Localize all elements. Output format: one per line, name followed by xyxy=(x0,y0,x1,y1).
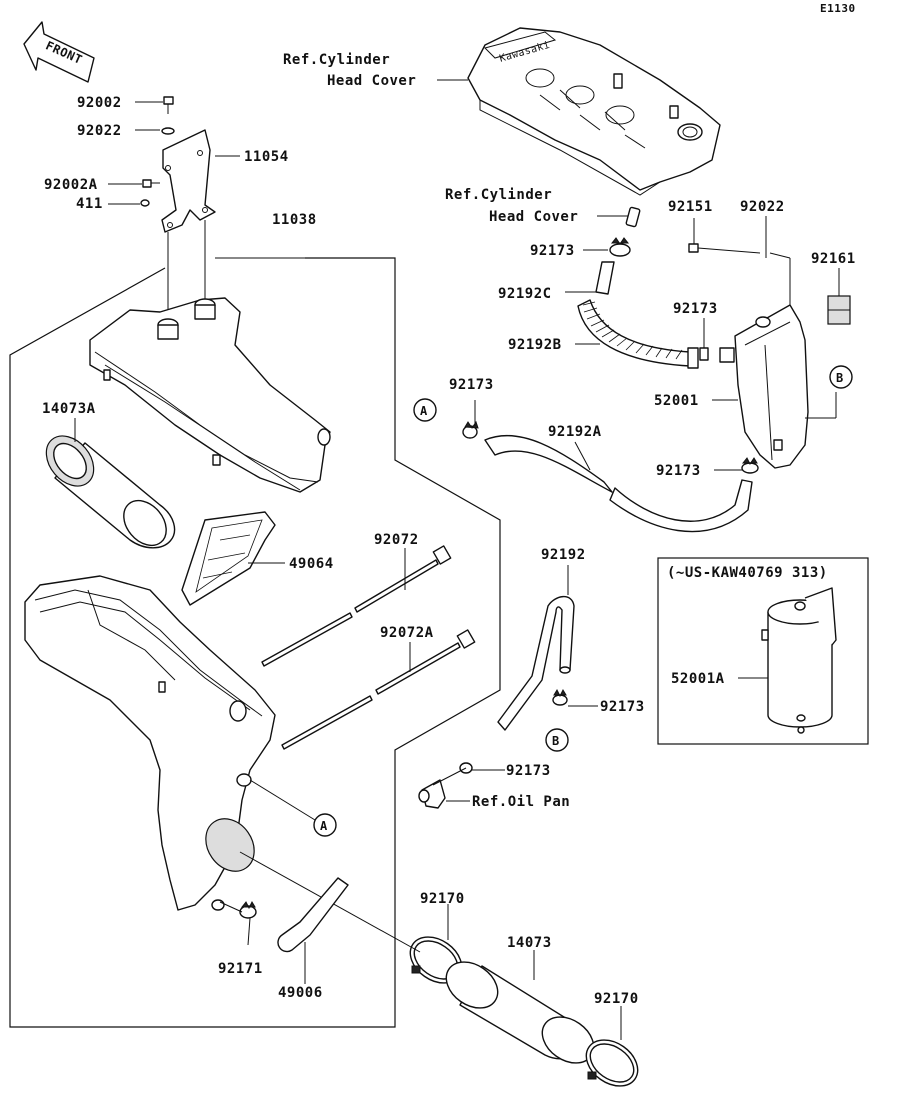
label-92161: 92161 xyxy=(811,251,856,267)
marker-b-right: B xyxy=(829,365,853,389)
hose-fitting xyxy=(625,206,641,228)
screw-92151-icon xyxy=(688,243,767,258)
label-52001A: 52001A xyxy=(671,671,725,687)
label-92192B: 92192B xyxy=(508,337,562,353)
label-92192: 92192 xyxy=(541,547,586,563)
washer-92022-icon xyxy=(161,127,175,135)
marker-b-bottom: B xyxy=(545,728,569,752)
separator-52001 xyxy=(719,304,809,469)
label-92192A: 92192A xyxy=(548,424,602,440)
label-ref-cylinder-2b: Head Cover xyxy=(489,209,578,225)
cable-tie-92072 xyxy=(261,545,452,667)
label-92173-d: 92173 xyxy=(656,463,701,479)
hose-92192 xyxy=(497,595,575,731)
label-49064: 49064 xyxy=(289,556,334,572)
label-ref-cylinder-2a: Ref.Cylinder xyxy=(445,187,552,203)
label-92173-a: 92173 xyxy=(530,243,575,259)
label-92170-a: 92170 xyxy=(420,891,465,907)
label-52001: 52001 xyxy=(654,393,699,409)
air-cleaner-lower-case xyxy=(24,575,276,911)
label-ref-oil-pan: Ref.Oil Pan xyxy=(472,794,570,810)
air-cleaner-upper-housing xyxy=(89,297,331,493)
label-92022-left: 92022 xyxy=(77,123,122,139)
clamp-92173-d-icon xyxy=(741,457,759,474)
label-92173-c: 92173 xyxy=(449,377,494,393)
label-ref-cylinder-1b: Head Cover xyxy=(327,73,416,89)
separator-52001A xyxy=(761,587,837,734)
block-92161 xyxy=(827,295,851,325)
label-92002A: 92002A xyxy=(44,177,98,193)
oil-pan-fitting xyxy=(418,779,446,809)
cylinder-head-cover: Kawasaki xyxy=(467,27,721,196)
hose-92192C xyxy=(595,261,615,295)
label-92192C: 92192C xyxy=(498,286,552,302)
diagram-code: E1130 xyxy=(820,2,856,15)
gasket-49064 xyxy=(181,511,276,606)
clamp-92173-e-icon xyxy=(552,688,568,706)
inset-title: (~US-KAW40769 313) xyxy=(667,565,828,581)
front-arrow-icon: FRONT xyxy=(23,21,95,83)
clamp-92171-icon xyxy=(239,900,257,919)
label-92151: 92151 xyxy=(668,199,713,215)
clamp-92173-a-icon xyxy=(609,237,631,257)
label-92173-b: 92173 xyxy=(673,301,718,317)
label-14073A: 14073A xyxy=(42,401,96,417)
label-92173-e: 92173 xyxy=(600,699,645,715)
label-92170-b: 92170 xyxy=(594,991,639,1007)
label-411: 411 xyxy=(76,196,103,212)
group-frame-11038 xyxy=(9,257,501,1028)
clamp-92173-b-icon xyxy=(699,347,709,361)
cable-tie-92072A xyxy=(281,629,476,750)
corrugated-hose-92192B xyxy=(577,299,699,369)
hose-92192A xyxy=(462,420,753,533)
marker-a-bottom: A xyxy=(313,813,337,837)
label-92072A: 92072A xyxy=(380,625,434,641)
svg-text:A: A xyxy=(320,819,328,833)
label-92173-f: 92173 xyxy=(506,763,551,779)
label-14073: 14073 xyxy=(507,935,552,951)
bolt-92002-icon xyxy=(163,96,174,114)
label-11038: 11038 xyxy=(272,212,317,228)
hose-49006 xyxy=(277,877,349,953)
label-92171: 92171 xyxy=(218,961,263,977)
washer-411-icon xyxy=(140,199,150,207)
clamp-92170-a-icon xyxy=(409,936,463,984)
bolt-92002A-icon xyxy=(142,179,160,188)
label-92072: 92072 xyxy=(374,532,419,548)
clamp-92170-b-icon xyxy=(585,1039,639,1087)
svg-text:B: B xyxy=(836,371,844,385)
label-ref-cylinder-1a: Ref.Cylinder xyxy=(283,52,390,68)
label-11054: 11054 xyxy=(244,149,289,165)
svg-text:A: A xyxy=(420,404,428,418)
filter-element-14073A xyxy=(45,435,176,549)
inset-box xyxy=(657,557,869,745)
label-92022-right: 92022 xyxy=(740,199,785,215)
svg-text:B: B xyxy=(552,734,560,748)
marker-a-top: A xyxy=(413,398,437,422)
bracket-11054-icon xyxy=(161,129,216,233)
label-92002: 92002 xyxy=(77,95,122,111)
duct-14073 xyxy=(445,961,595,1064)
label-49006: 49006 xyxy=(278,985,323,1001)
